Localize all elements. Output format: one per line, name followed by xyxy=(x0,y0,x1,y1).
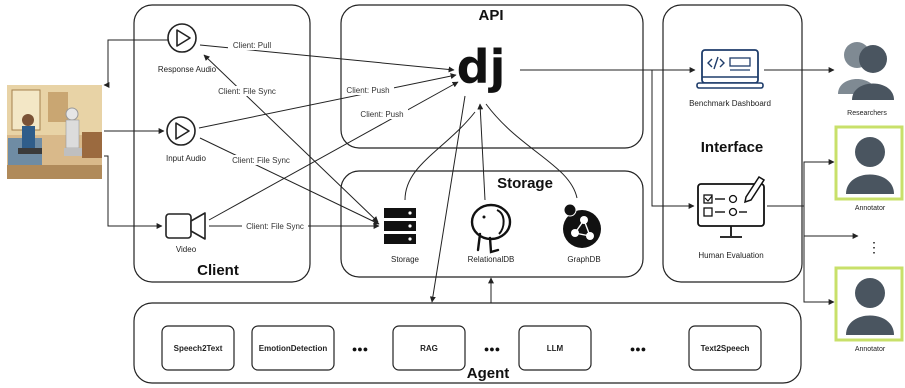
input-audio-play-icon[interactable] xyxy=(166,116,196,146)
agent-module-speech2text[interactable]: Speech2Text xyxy=(161,325,235,371)
graphdb-icon xyxy=(563,203,601,248)
svg-text:Client: Push: Client: Push xyxy=(346,86,389,95)
graphdb-label: GraphDB xyxy=(567,255,600,264)
edge-storage-api xyxy=(404,111,476,201)
storage-label: Storage xyxy=(391,255,420,264)
edge-response-file-sync xyxy=(203,54,379,223)
edge-api-to-human-eval xyxy=(645,69,695,209)
edge-input-file-sync xyxy=(199,137,380,225)
input-audio-label: Input Audio xyxy=(166,154,207,163)
edge-api-to-agent xyxy=(429,95,466,303)
relationaldb-label: RelationalDB xyxy=(468,255,515,264)
user-scene-image xyxy=(7,85,102,179)
edge-label-file-sync-3: Client: File Sync xyxy=(242,221,308,231)
agent-module-emotiondetection[interactable]: EmotionDetection xyxy=(251,325,335,371)
client-panel xyxy=(133,4,311,283)
edge-eval-to-annotator-top xyxy=(767,159,835,207)
rag-label: RAG xyxy=(420,344,438,353)
edge-relational-api xyxy=(477,103,486,201)
human-evaluation-icon[interactable] xyxy=(697,175,766,238)
emotiondetection-label: EmotionDetection xyxy=(259,344,328,353)
agent-module-rag[interactable]: RAG xyxy=(392,325,466,371)
llm-label: LLM xyxy=(547,344,564,353)
edge-label-file-sync-1: Client: File Sync xyxy=(214,86,280,96)
annotator-top-person-icon xyxy=(846,137,894,194)
agent-ellipsis-3: ●●● xyxy=(630,344,646,354)
edge-user-to-video xyxy=(104,155,163,229)
edge-eval-to-more xyxy=(803,206,859,239)
interface-title: Interface xyxy=(701,139,764,156)
annotators-ellipsis: ⋮ xyxy=(867,239,881,255)
response-audio-play-icon[interactable] xyxy=(167,23,197,53)
speech2text-label: Speech2Text xyxy=(174,344,223,353)
agent-module-llm[interactable]: LLM xyxy=(518,325,592,371)
video-camera-icon[interactable] xyxy=(165,212,206,240)
edge-response-to-user xyxy=(104,39,168,85)
edge-label-client-pull: Client: Pull xyxy=(228,40,276,50)
svg-text:Client: File Sync: Client: File Sync xyxy=(218,87,276,96)
storage-title: Storage xyxy=(497,175,553,192)
django-logo: dj xyxy=(457,40,506,94)
svg-text:Client: Pull: Client: Pull xyxy=(233,41,271,50)
svg-text:Client: Push: Client: Push xyxy=(360,110,403,119)
svg-text:Client: File Sync: Client: File Sync xyxy=(246,222,304,231)
edge-eval-to-annotator-bottom xyxy=(803,236,835,305)
agent-ellipsis-2: ●●● xyxy=(484,344,500,354)
edge-label-client-push-2: Client: Push xyxy=(356,109,408,119)
edge-graph-api xyxy=(485,103,578,199)
agent-module-text2speech[interactable]: Text2Speech xyxy=(688,325,762,371)
benchmark-dashboard-icon[interactable] xyxy=(696,49,764,89)
researchers-icon xyxy=(838,42,894,100)
svg-text:Client: File Sync: Client: File Sync xyxy=(232,156,290,165)
edge-label-file-sync-2: Client: File Sync xyxy=(228,155,294,165)
response-audio-label: Response Audio xyxy=(158,65,217,74)
agent-title: Agent xyxy=(467,365,510,382)
annotator-bottom-label: Annotator xyxy=(855,346,886,353)
api-title: API xyxy=(478,7,503,24)
video-label: Video xyxy=(176,245,197,254)
client-title: Client xyxy=(197,262,239,279)
annotator-bottom-person-icon xyxy=(846,278,894,335)
storage-server-icon xyxy=(384,208,416,244)
annotator-top-label: Annotator xyxy=(855,205,886,212)
agent-ellipsis-1: ●●● xyxy=(352,344,368,354)
human-evaluation-label: Human Evaluation xyxy=(698,251,763,260)
benchmark-dashboard-label: Benchmark Dashboard xyxy=(689,99,771,108)
text2speech-label: Text2Speech xyxy=(701,344,750,353)
edge-label-client-push-1: Client: Push xyxy=(342,85,394,95)
postgresql-elephant-icon xyxy=(470,203,512,254)
researchers-label: Researchers xyxy=(847,110,887,117)
